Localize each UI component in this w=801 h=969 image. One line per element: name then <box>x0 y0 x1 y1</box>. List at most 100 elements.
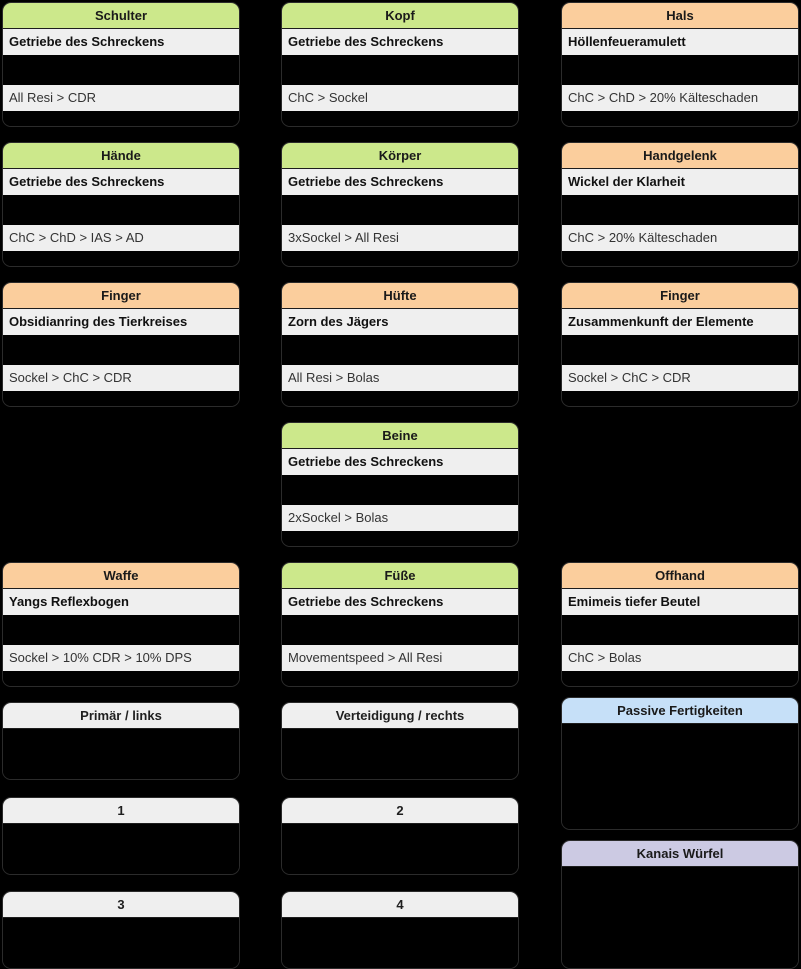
gear-card-body: Getriebe des Schreckens 3xSockel > All Re… <box>282 169 518 266</box>
skill-slot-body[interactable] <box>3 729 239 779</box>
gear-stat-priority[interactable]: Sockel > ChC > CDR <box>3 365 239 391</box>
skill-slot-body[interactable] <box>282 918 518 968</box>
skill-slot-label: 4 <box>282 892 518 918</box>
skill-slot-body[interactable] <box>3 918 239 968</box>
gear-item-name[interactable]: Getriebe des Schreckens <box>3 29 239 55</box>
gear-stat-priority[interactable]: ChC > ChD > 20% Kälteschaden <box>562 85 798 111</box>
skill-slot-card[interactable]: 3 <box>2 891 240 969</box>
gear-slot-label: Schulter <box>3 3 239 29</box>
gear-stat-priority[interactable]: ChC > Bolas <box>562 645 798 671</box>
gear-card-footer <box>282 391 518 406</box>
gear-card-body: Getriebe des Schreckens 2xSockel > Bolas <box>282 449 518 546</box>
skill-slot-card[interactable]: Primär / links <box>2 702 240 780</box>
side-panel-body[interactable] <box>562 867 798 968</box>
gear-card-spacer <box>562 335 798 365</box>
gear-slot-label: Körper <box>282 143 518 169</box>
gear-card-footer <box>282 111 518 126</box>
skill-slot-card[interactable]: 1 <box>2 797 240 875</box>
gear-card-footer <box>282 671 518 686</box>
gear-item-name[interactable]: Höllenfeueramulett <box>562 29 798 55</box>
gear-stat-priority[interactable]: Movementspeed > All Resi <box>282 645 518 671</box>
gear-stat-priority[interactable]: 3xSockel > All Resi <box>282 225 518 251</box>
gear-item-name[interactable]: Getriebe des Schreckens <box>282 169 518 195</box>
gear-card-spacer <box>3 55 239 85</box>
gear-stat-priority[interactable]: All Resi > Bolas <box>282 365 518 391</box>
gear-item-name[interactable]: Getriebe des Schreckens <box>3 169 239 195</box>
gear-card-footer <box>282 251 518 266</box>
gear-slot-label: Finger <box>3 283 239 309</box>
gear-slot-label: Hals <box>562 3 798 29</box>
gear-card-footer <box>562 671 798 686</box>
gear-slot-label: Waffe <box>3 563 239 589</box>
skill-slot-card[interactable]: 2 <box>281 797 519 875</box>
side-panel-body[interactable] <box>562 724 798 829</box>
gear-item-name[interactable]: Wickel der Klarheit <box>562 169 798 195</box>
gear-item-name[interactable]: Getriebe des Schreckens <box>282 29 518 55</box>
gear-stat-priority[interactable]: ChC > Sockel <box>282 85 518 111</box>
gear-slot-label: Beine <box>282 423 518 449</box>
gear-slot-label: Hände <box>3 143 239 169</box>
skill-slot-card[interactable]: Verteidigung / rechts <box>281 702 519 780</box>
gear-item-name[interactable]: Getriebe des Schreckens <box>282 589 518 615</box>
gear-item-name[interactable]: Yangs Reflexbogen <box>3 589 239 615</box>
gear-stat-priority[interactable]: ChC > ChD > IAS > AD <box>3 225 239 251</box>
side-panel-label: Passive Fertigkeiten <box>562 698 798 724</box>
gear-card-footer <box>3 251 239 266</box>
gear-item-name[interactable]: Zorn des Jägers <box>282 309 518 335</box>
gear-card-footer <box>3 391 239 406</box>
side-panel-label: Kanais Würfel <box>562 841 798 867</box>
gear-card-spacer <box>3 195 239 225</box>
skill-slot-label: 1 <box>3 798 239 824</box>
side-panel-card[interactable]: Kanais Würfel <box>561 840 799 969</box>
gear-item-name[interactable]: Emimeis tiefer Beutel <box>562 589 798 615</box>
gear-card-spacer <box>282 55 518 85</box>
side-panel-card[interactable]: Passive Fertigkeiten <box>561 697 799 830</box>
gear-item-name[interactable]: Getriebe des Schreckens <box>282 449 518 475</box>
gear-card-spacer <box>3 615 239 645</box>
skill-slot-body[interactable] <box>282 824 518 874</box>
gear-slot-label: Kopf <box>282 3 518 29</box>
gear-card-footer <box>282 531 518 546</box>
skill-slot-body[interactable] <box>3 824 239 874</box>
gear-slot-label: Finger <box>562 283 798 309</box>
gear-stat-priority[interactable]: Sockel > 10% CDR > 10% DPS <box>3 645 239 671</box>
gear-item-name[interactable]: Obsidianring des Tierkreises <box>3 309 239 335</box>
gear-stat-priority[interactable]: 2xSockel > Bolas <box>282 505 518 531</box>
gear-stat-priority[interactable]: All Resi > CDR <box>3 85 239 111</box>
skill-slot-label: Verteidigung / rechts <box>282 703 518 729</box>
skill-slot-label: 2 <box>282 798 518 824</box>
gear-stat-priority[interactable]: ChC > 20% Kälteschaden <box>562 225 798 251</box>
gear-card-footer <box>3 111 239 126</box>
gear-card-spacer <box>282 475 518 505</box>
gear-stat-priority[interactable]: Sockel > ChC > CDR <box>562 365 798 391</box>
gear-item-name[interactable]: Zusammenkunft der Elemente <box>562 309 798 335</box>
gear-slot-label: Handgelenk <box>562 143 798 169</box>
skill-slot-body[interactable] <box>282 729 518 779</box>
gear-card-spacer <box>562 615 798 645</box>
gear-slot-label: Offhand <box>562 563 798 589</box>
skill-slot-card[interactable]: 4 <box>281 891 519 969</box>
